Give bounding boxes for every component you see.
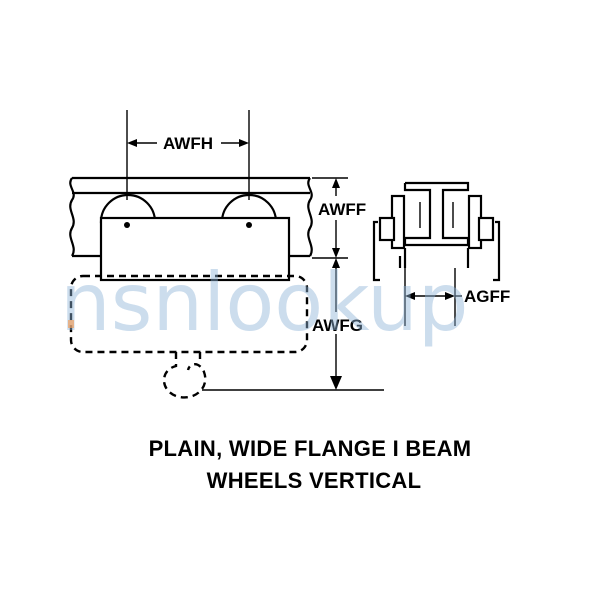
right-axle-bolt (246, 222, 252, 228)
right-wheel (220, 193, 278, 224)
awff-label: AWFF (318, 200, 366, 219)
watermark-orange-mark (68, 320, 74, 328)
agff-label: AGFF (464, 287, 510, 306)
hoist-outline (69, 274, 309, 354)
wheels (99, 193, 278, 224)
awfh-dimension: AWFH (126, 110, 250, 200)
trolley-body (99, 216, 291, 282)
left-wheel (99, 193, 157, 224)
awfg-label: AWFG (312, 316, 363, 335)
hook-outline (162, 352, 207, 399)
awff-dimension: AWFF (312, 177, 366, 259)
beam-end-view (372, 181, 501, 282)
left-axle-bolt (124, 222, 130, 228)
awfg-dimension: AWFG (202, 258, 384, 391)
watermark-text: nsnlookup (60, 256, 469, 349)
caption-line-1: PLAIN, WIDE FLANGE I BEAM (149, 436, 472, 461)
awfh-label: AWFH (163, 134, 213, 153)
caption-line-2: WHEELS VERTICAL (207, 468, 422, 493)
agff-dimension: AGFF (404, 268, 510, 326)
beam-side-view (69, 176, 313, 258)
